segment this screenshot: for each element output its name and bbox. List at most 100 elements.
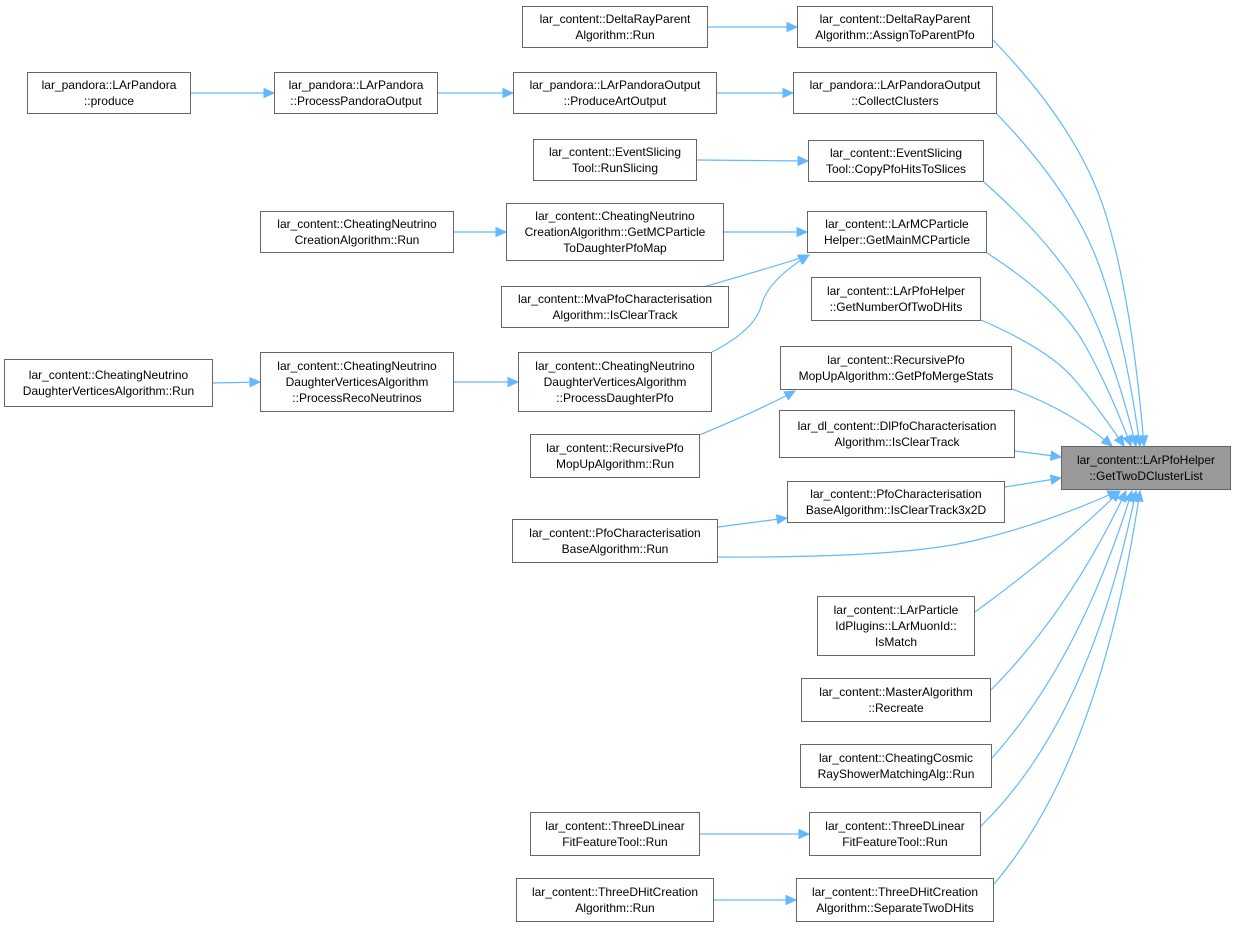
node-label-line: Algorithm::Run	[575, 901, 655, 915]
node-label-line: BaseAlgorithm::IsClearTrack3x2D	[805, 503, 987, 517]
arrowhead-cncRun-to-cncGet	[495, 226, 508, 238]
node-label-line: Algorithm::SeparateTwoDHits	[816, 901, 974, 915]
edge-sliceCopy-to-root	[983, 181, 1137, 447]
node-pfoNum[interactable]: lar_content::LArPfoHelper::GetNumberOfTw…	[811, 277, 981, 321]
node-label-line: BaseAlgorithm::Run	[561, 542, 669, 556]
node-label-line: lar_pandora::LArPandoraOutput	[529, 78, 701, 92]
arrowhead-pandoraArt-to-pandoraCollect	[782, 87, 795, 99]
node-label-line: lar_dl_content::DlPfoCharacterisation	[797, 419, 997, 433]
edge-cndvDaughter-to-mcMain	[711, 254, 810, 353]
node-label-line: lar_content::RecursivePfo	[546, 441, 684, 455]
node-pandoraCollect[interactable]: lar_pandora::LArPandoraOutput::CollectCl…	[793, 72, 997, 114]
edge-linFitRunB-to-root	[980, 490, 1137, 827]
edge-mcMain-to-root	[986, 252, 1132, 447]
node-label-line: lar_content::CheatingNeutrino	[28, 368, 189, 382]
edge-sliceRun-to-sliceCopy	[696, 159, 809, 162]
arrowhead-cndvReco-to-cndvDaughter	[507, 376, 520, 388]
node-label-line: lar_content::DeltaRayParent	[819, 12, 971, 26]
arrowhead-pandoraProduce-to-pandoraProcess	[263, 87, 276, 99]
edge-muonMatch-to-root	[974, 490, 1121, 613]
node-label-line: DaughterVerticesAlgorithm::Run	[22, 384, 195, 398]
node-label-line: DaughterVerticesAlgorithm	[543, 375, 687, 389]
node-label-line: RayShowerMatchingAlg::Run	[817, 767, 975, 781]
node-label-line: lar_content::LArParticle	[833, 603, 959, 617]
arrowhead-dlClear-to-root	[1049, 450, 1063, 461]
node-pandoraProduce[interactable]: lar_pandora::LArPandora::produce	[27, 72, 191, 114]
node-label-line: lar_content::EventSlicing	[829, 146, 963, 160]
arrowhead-pcbClear-to-root	[1049, 474, 1063, 485]
node-label-line: lar_pandora::LArPandora	[41, 78, 177, 92]
node-label-line: lar_content::CheatingNeutrino	[277, 359, 437, 373]
node-root: lar_content::LArPfoHelper::GetTwoDCluste…	[1061, 446, 1231, 490]
node-label-line: Algorithm::Run	[575, 28, 655, 42]
arrowhead-cndvRun-to-cndvReco	[249, 376, 262, 388]
edge-hitSep-to-root	[993, 490, 1141, 885]
node-label-line: lar_content::ThreeDHitCreation	[531, 885, 699, 899]
arrowhead-pcbRun-to-pcbClear	[775, 514, 789, 525]
node-label-line: Tool::RunSlicing	[571, 161, 659, 175]
node-label-line: ::ProcessRecoNeutrinos	[292, 391, 422, 405]
node-label-line: Algorithm::IsClearTrack	[552, 308, 678, 322]
node-label-line: Helper::GetMainMCParticle	[823, 233, 971, 247]
arrowhead-rmuRun-to-rmuStats	[783, 390, 797, 401]
arrowhead-hitRun-to-hitSep	[785, 894, 798, 906]
edge-pfoNum-to-root	[980, 319, 1125, 447]
node-label-line: lar_content::LArPfoHelper	[826, 284, 966, 298]
node-label-line: ToDaughterPfoMap	[563, 241, 667, 255]
arrowhead-linFitRunA-to-linFitRunB	[798, 828, 811, 840]
node-label-line: lar_content::ThreeDHitCreation	[811, 885, 979, 899]
edge-pandoraCollect-to-root	[996, 113, 1141, 447]
node-masterRecreate[interactable]: lar_content::MasterAlgorithm::Recreate	[801, 678, 991, 722]
node-label-line: ::GetTwoDClusterList	[1089, 469, 1203, 483]
edge-masterRecreate-to-root	[990, 490, 1127, 691]
node-label-line: ::produce	[83, 94, 135, 108]
edge-cosmicRun-to-root	[991, 490, 1133, 759]
node-label-line: IdPlugins::LArMuonId::	[835, 619, 957, 633]
edge-pcbRun-to-root	[717, 490, 1119, 558]
node-label-line: lar_content::CheatingCosmic	[818, 751, 974, 765]
node-label-line: ::ProcessDaughterPfo	[556, 391, 674, 405]
node-pandoraArt[interactable]: lar_pandora::LArPandoraOutput::ProduceAr…	[513, 72, 717, 114]
node-label-line: ::CollectClusters	[851, 94, 939, 108]
arrowhead-cncGet-to-mcMain	[796, 226, 809, 238]
node-label-line: lar_pandora::LArPandoraOutput	[809, 78, 981, 92]
node-label-line: lar_content::CheatingNeutrino	[535, 359, 695, 373]
node-label-line: lar_content::LArMCParticle	[825, 217, 969, 231]
edge-rmuStats-to-root	[1011, 388, 1113, 447]
node-label-line: FitFeatureTool::Run	[842, 835, 948, 849]
node-label-line: CreationAlgorithm::GetMCParticle	[524, 225, 706, 239]
node-label-line: MopUpAlgorithm::GetPfoMergeStats	[798, 369, 994, 383]
node-label-line: lar_content::EventSlicing	[548, 145, 682, 159]
arrowhead-hitSep-to-root	[1133, 489, 1144, 503]
arrowhead-mcMain-to-root	[1122, 434, 1133, 448]
node-label-line: lar_content::CheatingNeutrino	[535, 209, 695, 223]
arrowhead-pandoraProcess-to-pandoraArt	[502, 87, 515, 99]
arrowhead-pfoNum-to-root	[1113, 434, 1125, 448]
node-label-line: ::ProcessPandoraOutput	[290, 94, 422, 108]
node-pandoraProcess[interactable]: lar_pandora::LArPandora::ProcessPandoraO…	[274, 72, 438, 114]
